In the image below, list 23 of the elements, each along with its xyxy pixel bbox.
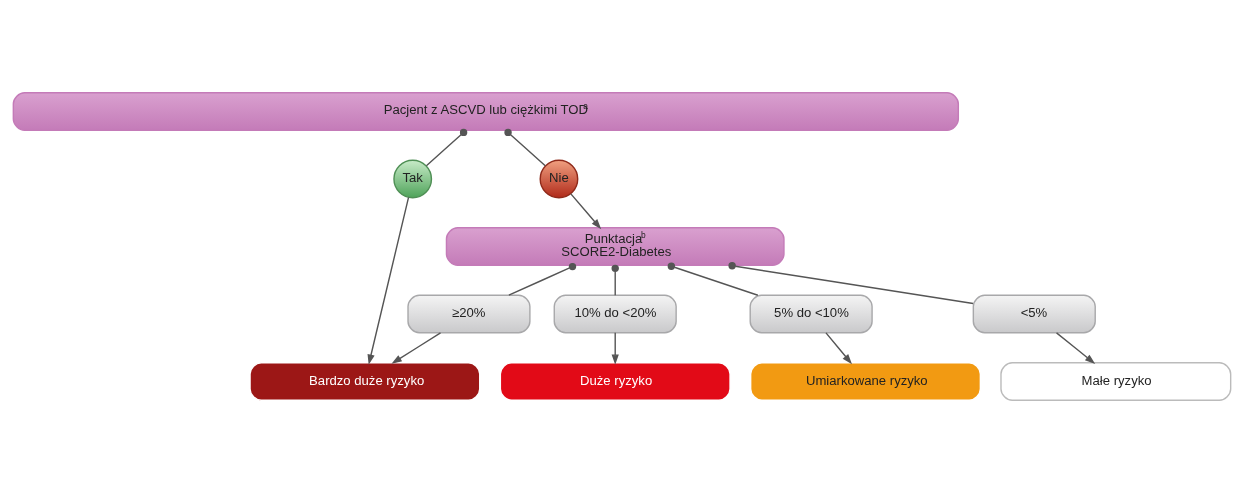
node-box: Umiarkowane ryzyko: [749, 361, 982, 401]
connector: [611, 264, 619, 296]
node-circle: Tak: [393, 159, 433, 198]
node-box: Małe ryzyko: [1000, 361, 1232, 401]
arrow: [611, 331, 619, 365]
node-circle: Nie: [539, 159, 579, 198]
arrow: [570, 192, 602, 229]
node-box: 5% do <10%: [749, 294, 873, 333]
arrow: [367, 196, 410, 365]
arrow: [391, 331, 442, 364]
node-box: <5%: [972, 294, 1096, 333]
connector: [508, 262, 577, 296]
node-box: Bardzo duże ryzyko: [249, 361, 481, 401]
arrow: [825, 331, 853, 364]
connector: [728, 261, 974, 304]
connector: [667, 262, 759, 296]
node-box: ≥20%: [407, 294, 531, 333]
node-box: Duże ryzyko: [499, 361, 731, 401]
node-box: 10% do <20%: [553, 294, 677, 333]
arrow: [1055, 331, 1096, 364]
connector: [504, 128, 546, 166]
node-box: Punktacja$^{b}$ SCORE2-Diabetes: [445, 226, 785, 266]
connector: [425, 128, 468, 166]
